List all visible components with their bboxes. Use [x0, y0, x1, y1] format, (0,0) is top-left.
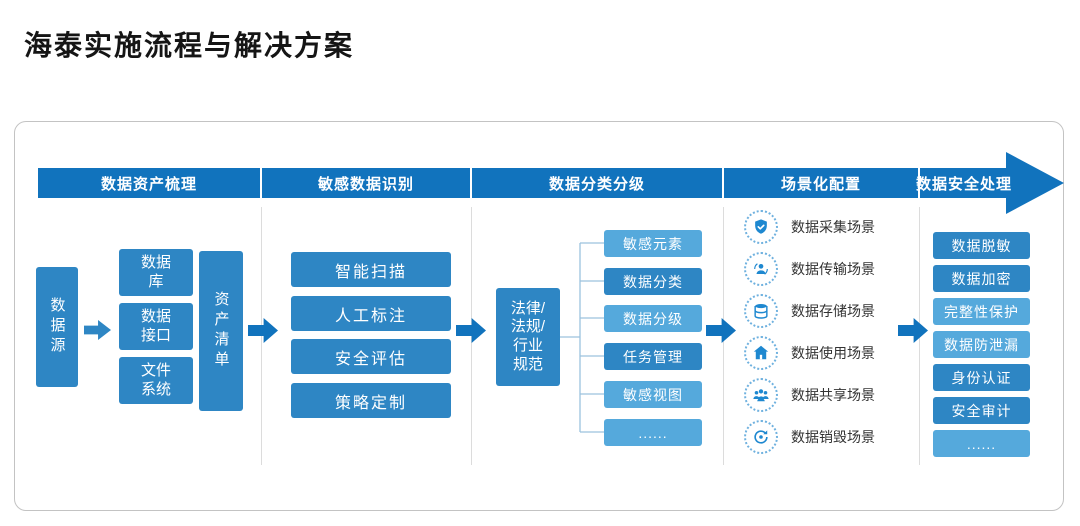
- scenario-row-collection: 数据采集场景: [744, 210, 875, 244]
- security-item-data-masking: 数据脱敏: [933, 232, 1030, 259]
- scenario-label: 数据存储场景: [791, 303, 875, 319]
- stage-header-classification: 数据分类分级: [472, 168, 722, 198]
- usage-icon: [744, 336, 778, 370]
- classification-item-data-classification: 数据分类: [604, 268, 702, 295]
- security-item-integrity-protection: 完整性保护: [933, 298, 1030, 325]
- identification-item-security-assessment: 安全评估: [291, 339, 451, 374]
- stage-header-scenario-config: 场景化配置: [724, 168, 918, 198]
- security-item-data-encryption: 数据加密: [933, 265, 1030, 292]
- asset-item-file-system: 文件 系统: [119, 357, 193, 404]
- scenario-row-sharing: 数据共享场景: [744, 378, 875, 412]
- scenario-label: 数据使用场景: [791, 345, 875, 361]
- identification-item-manual-label: 人工标注: [291, 296, 451, 331]
- stage-header-security-processing: 数据安全处理: [916, 168, 1011, 198]
- security-item-security-audit: 安全审计: [933, 397, 1030, 424]
- classification-item-task-management: 任务管理: [604, 343, 702, 370]
- share-icon: [744, 378, 778, 412]
- security-item-more: ......: [933, 430, 1030, 457]
- shield-icon: [744, 210, 778, 244]
- scenario-row-usage: 数据使用场景: [744, 336, 875, 370]
- legal-basis-box: 法律/ 法规/ 行业 规范: [496, 288, 560, 386]
- scenario-label: 数据采集场景: [791, 219, 875, 235]
- asset-list-box: 资产清单: [199, 251, 243, 411]
- transfer-icon: [744, 252, 778, 286]
- data-source-box: 数据源: [36, 267, 78, 387]
- classification-item-more: ......: [604, 419, 702, 446]
- classification-item-data-grading: 数据分级: [604, 305, 702, 332]
- classification-item-sensitive-elements: 敏感元素: [604, 230, 702, 257]
- security-item-identity-authentication: 身份认证: [933, 364, 1030, 391]
- security-item-leak-prevention: 数据防泄漏: [933, 331, 1030, 358]
- storage-icon: [744, 294, 778, 328]
- destroy-icon: [744, 420, 778, 454]
- asset-item-data-interface: 数据 接口: [119, 303, 193, 350]
- page-title: 海泰实施流程与解决方案: [24, 30, 355, 61]
- scenario-row-storage: 数据存储场景: [744, 294, 875, 328]
- identification-item-policy-customization: 策略定制: [291, 383, 451, 418]
- identification-item-smart-scan: 智能扫描: [291, 252, 451, 287]
- pipeline-arrowhead-icon: [1006, 152, 1064, 214]
- scenario-row-destruction: 数据销毁场景: [744, 420, 875, 454]
- scenario-label: 数据传输场景: [791, 261, 875, 277]
- scenario-label: 数据销毁场景: [791, 429, 875, 445]
- stage-header-asset-combing: 数据资产梳理: [38, 168, 260, 198]
- classification-connector-lines: [560, 242, 604, 433]
- scenario-row-transmission: 数据传输场景: [744, 252, 875, 286]
- stage-header-sensitive-identification: 敏感数据识别: [262, 168, 470, 198]
- scenario-label: 数据共享场景: [791, 387, 875, 403]
- classification-item-sensitive-view: 敏感视图: [604, 381, 702, 408]
- asset-item-database: 数据 库: [119, 249, 193, 296]
